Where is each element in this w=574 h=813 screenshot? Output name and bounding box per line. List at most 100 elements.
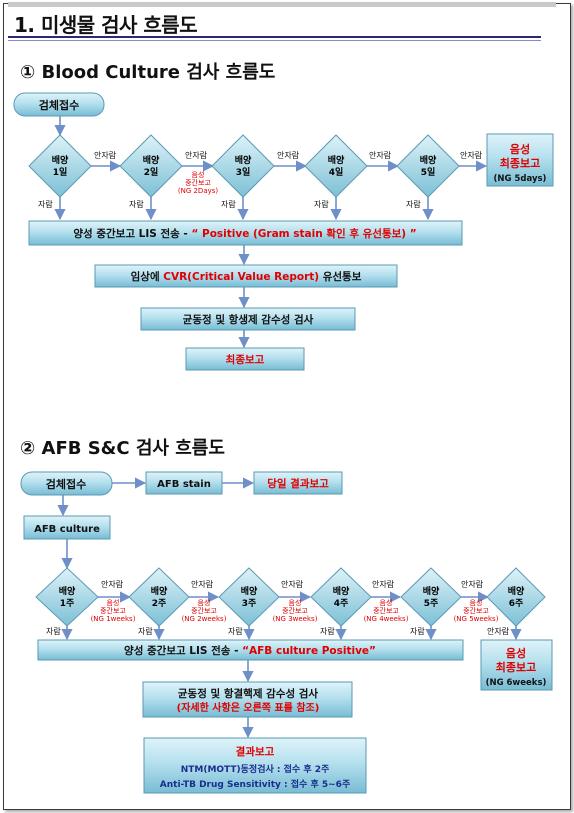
no-growth-label: 안자람 (185, 150, 208, 160)
afb-positive-text: 양성 중간보고 LIS 전송 - “AFB culture Positive” (124, 644, 376, 657)
blood-id-bar (140, 307, 356, 331)
growth-label: 자람 (129, 200, 144, 209)
final-line: 음성 (506, 646, 526, 660)
cvr-suffix: 유선통보 (319, 270, 362, 283)
afb-id-note: (자세한 사항은 오른쪽 표를 참조) (177, 701, 320, 714)
growth-label: 자람 (221, 200, 236, 209)
week-value: 4주 (334, 598, 349, 609)
final-line: (NG 5days) (494, 174, 547, 184)
day-value: 2일 (144, 166, 159, 178)
afb-result-ntm: NTM(MOTT)동정검사 : 접수 후 2주 (181, 763, 330, 775)
blood-interim-note: 음성 중간보고 (NG 2Days) (178, 170, 219, 195)
week-label: 배양 (423, 585, 440, 597)
afb-result-box (143, 737, 367, 794)
week-label: 배양 (508, 585, 525, 597)
day-label: 배양 (235, 154, 252, 166)
growth-label: 자람 (320, 627, 335, 636)
growth-label: 자람 (38, 200, 53, 209)
page-frame (3, 3, 571, 810)
page-title: 1. 미생물 검사 흐름도 (14, 13, 198, 37)
blood-day-1: 배양 1일 (28, 134, 92, 198)
no-growth-label: 안자람 (281, 579, 304, 589)
positive-prefix: 양성 중간보고 LIS 전송 - (124, 644, 242, 657)
afb-stain-box (145, 471, 223, 495)
growth-label: 자람 (314, 200, 329, 209)
afb-interim-5: 음성 중간보고 (NG 5weeks) (454, 598, 499, 623)
interim-line: 음성 (192, 170, 205, 179)
title-underline (8, 36, 541, 38)
day-value: 5일 (421, 166, 436, 178)
afb-week-1: 배양 1주 (35, 567, 99, 627)
afb-interim-1: 음성 중간보고 (NG 1weeks) (91, 598, 136, 623)
week-value: 5주 (424, 598, 439, 609)
interim-line: 음성 (289, 598, 302, 607)
no-growth-label: 안자람 (94, 150, 117, 160)
blood-day-3: 배양 3일 (211, 134, 275, 198)
blood-final-box (486, 133, 554, 187)
interim-line: 음성 (198, 598, 211, 607)
positive-highlight: “AFB culture Positive” (242, 645, 376, 657)
afb-week-2: 배양 2주 (128, 567, 190, 627)
cvr-highlight: CVR(Critical Value Report) (163, 271, 319, 283)
blood-day-2: 배양 2일 (119, 134, 183, 198)
blood-start-label: 검체접수 (39, 98, 79, 112)
afb-week-5: 배양 5주 (400, 567, 462, 627)
blood-final-text: 최종보고 (226, 353, 265, 366)
blood-cvr-text: 임상에 CVR(Critical Value Report) 유선통보 (131, 270, 362, 283)
week-value: 1주 (60, 598, 75, 609)
week-label: 배양 (151, 585, 168, 597)
final-line: 최종보고 (496, 660, 536, 674)
growth-label: 자람 (228, 627, 243, 636)
week-value: 6주 (509, 598, 524, 609)
growth-label: 자람 (138, 627, 153, 636)
final-line: 최종보고 (500, 156, 540, 170)
afb-result-dst: Anti-TB Drug Sensitivity : 접수 후 5~6주 (160, 778, 350, 790)
no-growth-label: 안자람 (460, 150, 483, 160)
growth-label: 자람 (410, 627, 425, 636)
afb-interim-4: 음성 중간보고 (NG 4weeks) (364, 598, 409, 623)
afb-week-6: 배양 6주 (486, 567, 546, 627)
day-label: 배양 (52, 154, 69, 166)
title-top-bar (8, 2, 556, 7)
interim-line: 중간보고 (373, 606, 399, 615)
interim-line: 음성 (470, 598, 483, 607)
day-label: 배양 (143, 154, 160, 166)
interim-line: (NG 4weeks) (364, 615, 409, 623)
blood-final-bar (185, 347, 305, 371)
week-label: 배양 (59, 585, 76, 597)
afb-week-3: 배양 3주 (218, 567, 280, 627)
afb-start-label: 검체접수 (46, 477, 86, 491)
interim-line: 중간보고 (463, 606, 489, 615)
day-value: 4일 (329, 166, 344, 178)
blood-day-5: 배양 5일 (396, 134, 460, 198)
blood-start-box (13, 92, 105, 117)
blood-positive-text: 양성 중간보고 LIS 전송 - “ Positive (Gram stain … (73, 227, 416, 240)
blood-day-4: 배양 4일 (304, 134, 368, 198)
afb-same-day-label: 당일 결과보고 (267, 477, 329, 490)
no-growth-label: 안자람 (372, 579, 395, 589)
day-label: 배양 (328, 154, 345, 166)
interim-line: 중간보고 (191, 606, 217, 615)
week-label: 배양 (333, 585, 350, 597)
afb-culture-box (23, 515, 111, 540)
interim-line: 음성 (380, 598, 393, 607)
day-value: 3일 (236, 166, 251, 178)
afb-week-4: 배양 4주 (310, 567, 372, 627)
title-underline-thin (8, 40, 541, 41)
blood-culture-section-title: ① Blood Culture 검사 흐름도 (20, 62, 276, 83)
afb-result-title: 결과보고 (236, 745, 275, 758)
blood-id-text: 균동정 및 항생제 감수성 검사 (183, 313, 314, 326)
growth-label: 자람 (46, 627, 61, 636)
afb-section-title: ② AFB S&C 검사 흐름도 (20, 438, 225, 459)
afb-flow: 검체접수 AFB stain 당일 결과보고 AFB culture 배양 1주… (20, 471, 553, 794)
afb-positive-bar (37, 639, 464, 661)
final-line: 음성 (510, 142, 530, 156)
afb-id-text: 균동정 및 항결핵제 감수성 검사 (178, 687, 319, 700)
afb-stain-label: AFB stain (157, 479, 211, 490)
week-label: 배양 (241, 585, 258, 597)
no-growth-label: 안자람 (277, 150, 300, 160)
blood-positive-bar (28, 220, 463, 246)
interim-line: 중간보고 (185, 178, 211, 187)
no-growth-label: 안자람 (487, 626, 510, 636)
